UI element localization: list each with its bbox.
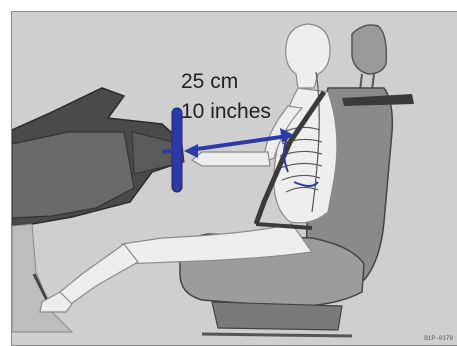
dashboard [12,88,184,226]
distance-metric-label: 25 cm [181,70,238,94]
illustration: 25 cm 10 inches B1P-0378 [11,11,457,346]
steering-wheel [162,108,182,192]
pedal-area [12,224,72,332]
image-reference-code: B1P-0378 [424,335,453,342]
seating-position-drawing [12,12,457,346]
distance-imperial-label: 10 inches [181,100,271,124]
